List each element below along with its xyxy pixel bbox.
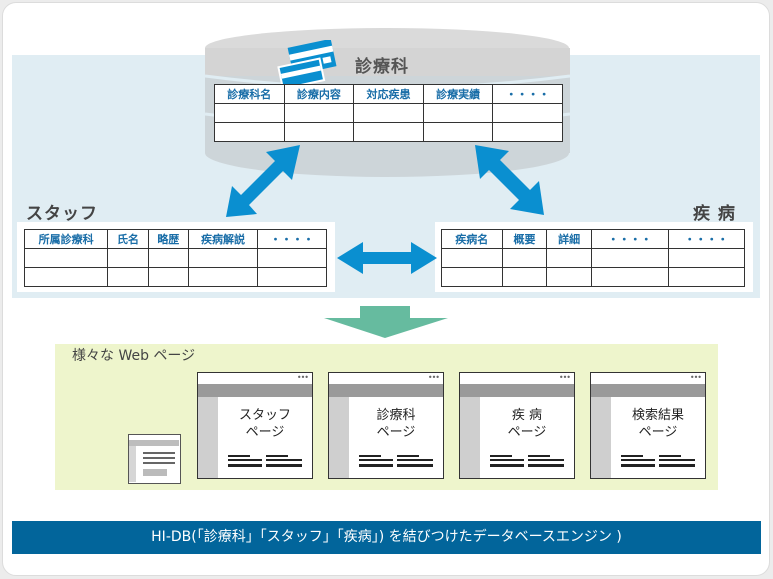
- footer-banner: HI-DB(「診療科」「スタッフ」「疾病」) を結びつけたデータベースエンジン …: [12, 521, 761, 554]
- table-row: [441, 248, 745, 268]
- arrow-db-staff: [226, 145, 300, 217]
- page-title-line2: ページ: [376, 425, 416, 440]
- web-pages-label: 様々な Web ページ: [72, 348, 196, 364]
- column-header: ・・・・: [492, 84, 563, 104]
- window-dots-icon: •••: [558, 373, 571, 382]
- web-page-window: ••• 検索結果ページ: [590, 372, 706, 479]
- column-header: 診療科名: [214, 84, 285, 104]
- window-header-bar: [591, 384, 705, 397]
- column-header: 所属診療科: [23, 229, 109, 249]
- text-lines-icon: [490, 455, 564, 467]
- page-title-line1: 検索結果: [631, 408, 684, 423]
- page-title: 診療科ページ: [349, 407, 443, 441]
- arrow-db-disease: [475, 145, 544, 215]
- table-cell: [492, 122, 563, 142]
- window-header-bar: [460, 384, 574, 397]
- page-title-line1: 疾 病: [511, 408, 543, 423]
- table-cell: [147, 267, 189, 287]
- text-lines-icon: [359, 455, 433, 467]
- text-lines-icon: [621, 455, 695, 467]
- table-header-row: 所属診療科氏名略歴疾病解説・・・・: [23, 229, 328, 249]
- column-header: 疾病名: [441, 229, 503, 249]
- table-cell: [591, 267, 669, 287]
- staff-table: 所属診療科氏名略歴疾病解説・・・・: [23, 229, 328, 287]
- window-dots-icon: •••: [427, 373, 440, 382]
- column-header: 氏名: [107, 229, 149, 249]
- column-header: 疾病解説: [187, 229, 258, 249]
- window-header-bar: [329, 384, 443, 397]
- web-page-window: ••• スタッフページ: [197, 372, 313, 479]
- page-title-line1: 診療科: [376, 408, 416, 423]
- table-cell: [353, 122, 424, 142]
- window-sidebar: [329, 397, 349, 478]
- staff-title: スタッフ: [26, 204, 98, 224]
- database-title: 診療科: [355, 57, 409, 77]
- small-page-icon: [128, 434, 181, 484]
- card-icon: [277, 40, 337, 85]
- table-cell: [283, 122, 355, 142]
- department-table: 診療科名診療内容対応疾患診療実績・・・・: [214, 84, 563, 142]
- page-title-line2: ページ: [507, 425, 547, 440]
- arrow-to-web-pages: [324, 306, 448, 338]
- table-row: [23, 267, 328, 287]
- text-lines-icon: [228, 455, 302, 467]
- disease-table: 疾病名概要詳細・・・・・・・・: [441, 229, 745, 287]
- window-dots-icon: •••: [689, 373, 702, 382]
- table-cell: [256, 267, 328, 287]
- page-title: 疾 病ページ: [480, 407, 574, 441]
- window-sidebar: [460, 397, 480, 478]
- disease-title: 疾 病: [693, 204, 736, 224]
- page-title: 検索結果ページ: [611, 407, 705, 441]
- table-row: [214, 103, 563, 123]
- window-dots-icon: •••: [296, 373, 309, 382]
- table-row: [214, 122, 563, 142]
- page-title-line2: ページ: [638, 425, 678, 440]
- window-sidebar: [591, 397, 611, 478]
- table-row: [23, 248, 328, 268]
- web-page-window: ••• 診療科ページ: [328, 372, 444, 479]
- web-page-window: ••• 疾 病ページ: [459, 372, 575, 479]
- table-row: [441, 267, 745, 287]
- page-title-line2: ページ: [245, 425, 285, 440]
- page-title-line1: スタッフ: [238, 408, 291, 423]
- table-cell: [214, 122, 285, 142]
- page-title: スタッフページ: [218, 407, 312, 441]
- window-sidebar: [198, 397, 218, 478]
- table-cell: [667, 267, 745, 287]
- window-header-bar: [198, 384, 312, 397]
- arrow-staff-disease: [337, 242, 437, 274]
- column-header: 対応疾患: [353, 84, 424, 104]
